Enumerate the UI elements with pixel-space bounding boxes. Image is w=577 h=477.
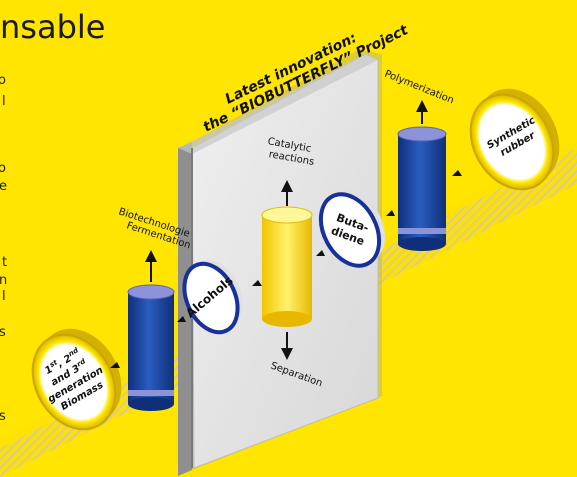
partial-title: nsable — [0, 8, 105, 46]
arrow-butadiene-to-polymerizer — [386, 210, 395, 216]
arrow-polymerizer-to-rubber — [452, 170, 462, 176]
fragment-6: n — [0, 273, 7, 288]
wall-side — [178, 142, 192, 476]
arrow-fermenter-to-alcohols — [177, 316, 186, 322]
arrow-reactor-to-butadiene — [316, 250, 325, 256]
arrow-alcohols-to-reactor — [252, 280, 262, 286]
fragment-7: l — [2, 289, 6, 304]
polymerization-label: Polymerization — [383, 69, 456, 107]
synthetic-rubber-node: Synthetic rubber — [469, 88, 560, 191]
biomass-node: 1st, 2nd and 3rd generation Biomass — [31, 328, 122, 431]
butadiene-node: Buta- diene — [318, 190, 386, 268]
alcohols-node: Alcohols — [182, 259, 243, 335]
fragment-9: s — [0, 409, 6, 424]
fermentation-cylinder — [127, 284, 175, 411]
left-text-fragments: o l o e t n l s s — [0, 73, 7, 424]
fragment-2: l — [2, 94, 6, 109]
fragment-4: e — [0, 179, 7, 194]
catalytic-reactor — [261, 206, 313, 327]
polymerization-cylinder — [397, 126, 447, 251]
fragment-3: o — [0, 161, 6, 176]
fragment-1: o — [0, 73, 6, 88]
arrow-biomass-to-fermenter — [110, 362, 120, 368]
fragment-5: t — [2, 255, 7, 270]
fragment-8: s — [0, 325, 6, 340]
